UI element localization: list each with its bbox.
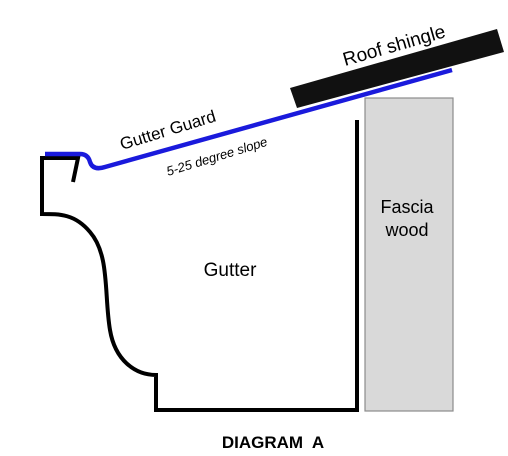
gutter-outline — [40, 120, 359, 412]
gutter-label: Gutter — [204, 260, 257, 281]
roof-shingle — [290, 29, 504, 108]
fascia-label-line2: wood — [384, 220, 428, 240]
gutter-guard-line — [45, 67, 453, 171]
slope-label: 5-25 degree slope — [164, 134, 269, 179]
diagram-caption: DIAGRAM A — [222, 433, 324, 452]
fascia-board — [364, 97, 454, 412]
gutter-guard-label: Gutter Guard — [118, 107, 218, 154]
fascia-label-line1: Fascia — [380, 197, 434, 217]
